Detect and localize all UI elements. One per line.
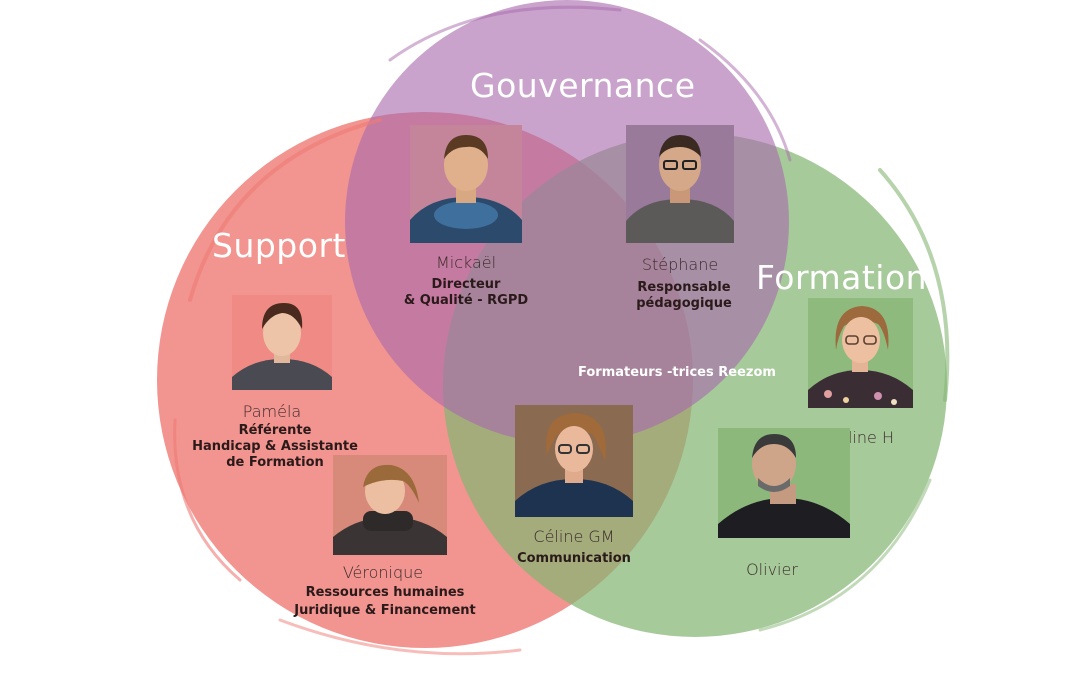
mickael-photo [410,125,522,243]
mickael-role-line2: & Qualité - RGPD [403,293,529,308]
olivier-photo [718,428,850,538]
veronique-photo [333,455,447,555]
stephane-name: Stéphane [641,255,719,274]
stephane-role-line1: Responsable [637,280,731,295]
stephane-role-line2: pédagogique [636,296,732,311]
celine-gm-name: Céline GM [533,527,615,546]
pamela-photo [232,295,332,390]
pamela-role-line2: Handicap & Assistante [192,439,358,454]
pamela-name: Paméla [242,402,302,421]
celine-gm-role: Communication [517,551,631,566]
brush-strokes [173,5,950,656]
veronique-role-line1: Ressources humaines [305,585,465,600]
pamela-role-line3: de Formation [226,455,324,470]
gouvernance-circle [345,0,789,444]
trainers-note: Formateurs -trices Reezom [578,365,776,380]
celine-gm-photo [515,405,633,517]
stephane-photo [626,125,734,243]
celine-h-photo [808,298,913,408]
mickael-role-line1: Directeur [431,277,501,292]
olivier-name: Olivier [746,560,798,579]
veronique-name: Véronique [342,563,424,582]
mickael-name: Mickaël [435,253,497,272]
formation-title: Formation [756,258,928,297]
gouvernance-title: Gouvernance [470,66,696,105]
pamela-role-line1: Référente [238,423,312,438]
support-title: Support [212,226,346,265]
veronique-role-line2: Juridique & Financement [294,603,476,618]
